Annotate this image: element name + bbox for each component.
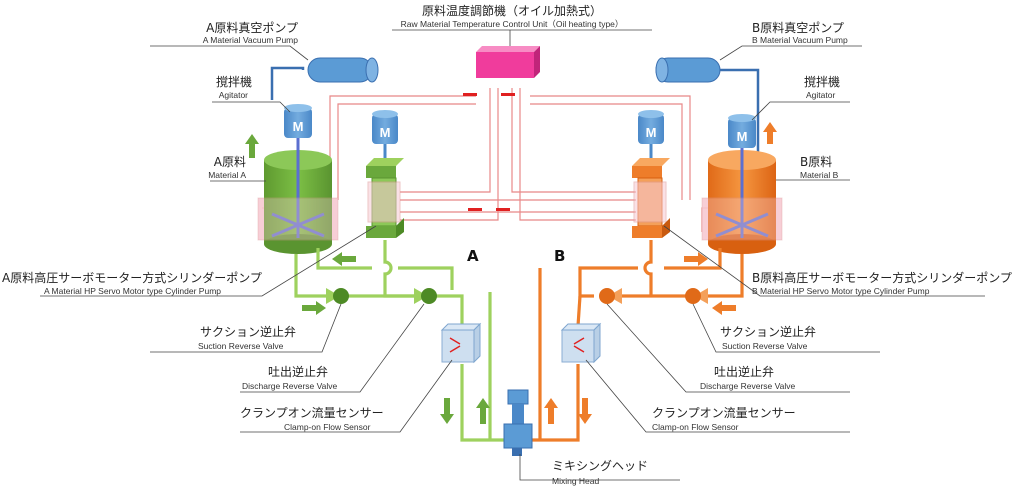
b-suction-valve [685,288,708,304]
a-suction-valve-label-en: Suction Reverse Valve [198,341,284,351]
b-suction-valve-label-en: Suction Reverse Valve [722,341,808,351]
mixing-head [503,389,533,456]
b-vacuum-pump-label-en: B Material Vacuum Pump [752,35,848,45]
b-agitator-motor: M [728,114,756,148]
b-cylinder-pump-label: B原料高圧サーボモーター方式シリンダーポンプ [752,270,1012,285]
line-a-label: A [467,247,479,265]
a-flow-arrows [302,252,490,424]
motor-label: M [646,125,657,140]
material-a-label: A原料 [214,155,246,169]
tank-b [701,136,783,254]
a-suction-valve-label: サクション逆止弁 [200,324,296,339]
a-cylinder-pump-label: A原料高圧サーボモーター方式シリンダーポンプ [2,270,262,285]
a-up-arrow [245,134,259,158]
a-discharge-valve-label-en: Discharge Reverse Valve [242,381,338,391]
a-cylinder-pump: M [366,110,404,238]
a-flow-sensor-label: クランプオン流量センサー [240,406,384,420]
b-agitator-label-en: Agitator [806,90,835,100]
a-discharge-valve-label: 吐出逆止弁 [268,364,328,379]
a-flow-sensor [440,322,482,364]
material-b-label: B原料 [800,155,832,169]
a-cylinder-pump-label-en: A Material HP Servo Motor type Cylinder … [44,286,221,296]
motor-label: M [380,125,391,140]
a-vacuum-pump-label: A原料真空ポンプ [206,21,298,35]
material-b-label-en: Material B [800,170,839,180]
b-flow-sensor-label-en: Clamp-on Flow Sensor [652,422,739,432]
a-vacuum-pump-label-en: A Material Vacuum Pump [203,35,299,45]
tank-a [257,136,339,254]
temperature-control-unit [476,46,540,78]
b-up-arrow [763,122,777,144]
b-suction-valve-label: サクション逆止弁 [720,324,816,339]
b-flow-sensor [560,322,602,364]
oil-flow-arrows [463,93,515,211]
b-discharge-valve [599,288,622,304]
line-b-label: B [554,247,565,265]
labels: A原料真空ポンプ A Material Vacuum Pump 原料温度調節機（… [2,3,1012,486]
a-vacuum-pump [270,57,379,100]
heater-label-en: Raw Material Temperature Control Unit（Oi… [401,19,624,29]
b-cylinder-pump: M [632,110,670,238]
leader-lines [40,29,985,481]
b-piping [530,240,744,442]
b-vacuum-pump [655,57,760,170]
a-discharge-valve [414,288,437,304]
a-suction-valve [326,288,349,304]
material-a-label-en: Material A [208,170,246,180]
b-discharge-valve-label: 吐出逆止弁 [714,364,774,379]
b-flow-sensor-label: クランプオン流量センサー [652,406,796,420]
mixing-head-label-en: Mixing Head [552,476,600,486]
a-agitator-motor: M [284,104,312,138]
motor-label: M [293,119,304,134]
b-vacuum-pump-label: B原料真空ポンプ [752,21,844,35]
heater-label: 原料温度調節機（オイル加熱式） [422,3,602,18]
a-agitator-label: 撹拌機 [216,74,252,89]
b-discharge-valve-label-en: Discharge Reverse Valve [700,381,796,391]
a-agitator-label-en: Agitator [219,90,248,100]
motor-label: M [737,129,748,144]
a-flow-sensor-label-en: Clamp-on Flow Sensor [284,422,371,432]
mixing-head-label: ミキシングヘッド [552,459,648,473]
b-cylinder-pump-label-en: B Material HP Servo Motor type Cylinder … [752,286,930,296]
b-agitator-label: 撹拌機 [804,74,840,89]
b-flow-arrows [544,252,736,424]
